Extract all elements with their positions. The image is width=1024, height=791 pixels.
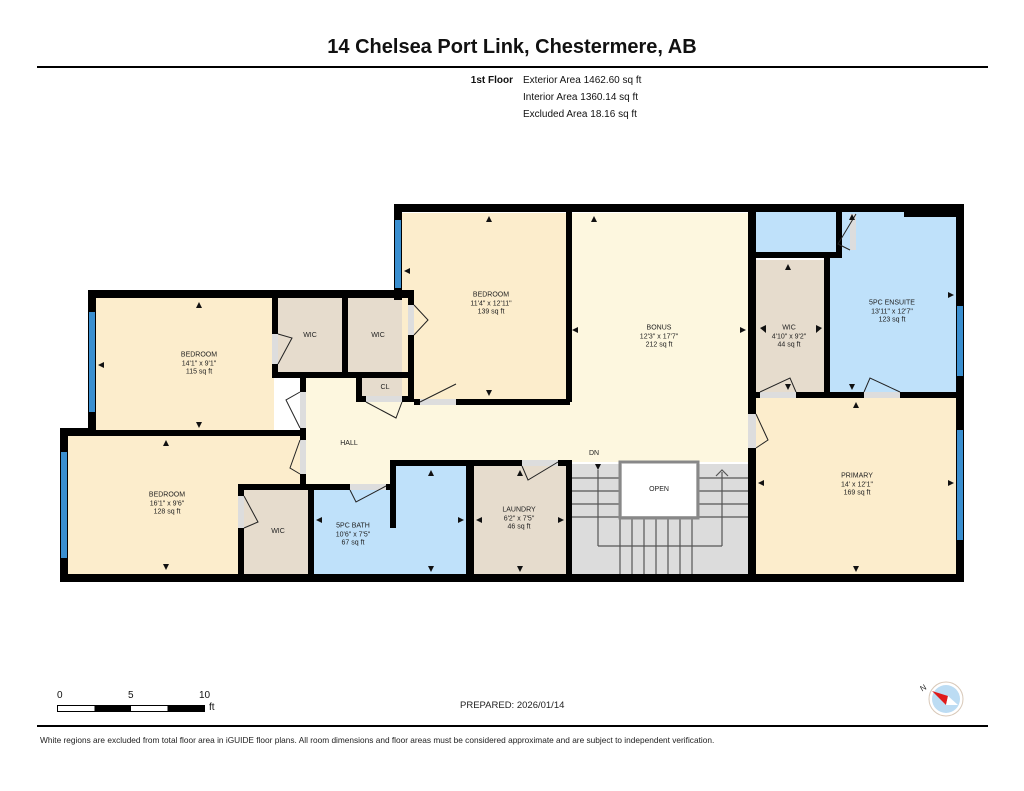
ensuite-fill (828, 211, 956, 392)
room-name: 5PC BATH (336, 522, 370, 530)
excluded-area: Excluded Area 18.16 sq ft (523, 109, 637, 120)
room-name: BEDROOM (472, 291, 510, 299)
room-label-primary: PRIMARY 14' x 12'1" 169 sq ft (841, 472, 873, 498)
room-label-laundry: LAUNDRY 6'2" x 7'5" 46 sq ft (502, 506, 535, 532)
floor-label: 1st Floor (470, 75, 513, 86)
room-dims: 14' x 12'1" (840, 480, 874, 488)
room-area: 123 sq ft (878, 316, 906, 324)
primary-fill (756, 398, 956, 574)
scale-bar-graphic (57, 705, 205, 712)
doors (238, 213, 901, 529)
interior-area: Interior Area 1360.14 sq ft (523, 92, 639, 103)
room-dims: 6'2" x 7'5" (503, 514, 535, 522)
room-label-bedroom-1: BEDROOM 14'1" x 9'1" 115 sq ft (181, 351, 217, 377)
room-label-wic-primary: WIC 4'10" x 9'2" 44 sq ft (772, 324, 807, 350)
wic-2-fill (348, 298, 410, 374)
room-dims: 12'3" x 17'7" (639, 332, 679, 340)
room-dims: 14'1" x 9'1" (181, 359, 217, 367)
label-wic-2: WIC (371, 331, 385, 339)
wic-1-fill (278, 298, 344, 374)
ensuite-strip-fill (754, 211, 836, 253)
footer-divider (37, 725, 988, 727)
room-name: BEDROOM (180, 351, 218, 359)
room-label-bonus: BONUS 12'3" x 17'7" 212 sq ft (640, 324, 678, 350)
room-dims: 13'11" x 12'7" (871, 307, 913, 315)
room-label-bedroom-3: BEDROOM 11'4" x 12'11" 139 sq ft (470, 291, 511, 317)
room-name: WIC (782, 324, 796, 332)
exterior-area: Exterior Area 1462.60 sq ft (523, 75, 642, 86)
wic-primary-fill (756, 260, 824, 394)
room-fills (66, 211, 956, 574)
prepared-date: PREPARED: 2026/01/14 (460, 700, 565, 711)
room-area: 44 sq ft (777, 341, 801, 349)
open-area-fill (622, 464, 696, 516)
room-name: LAUNDRY (502, 506, 536, 514)
label-hall: HALL (340, 439, 358, 447)
scale-unit: ft (209, 702, 215, 713)
room-dims: 16'1" x 9'6" (149, 499, 185, 507)
room-area: 139 sq ft (477, 308, 505, 316)
header-divider (37, 66, 988, 68)
room-dims: 4'10" x 9'2" (771, 332, 807, 340)
compass-icon: N (920, 681, 964, 717)
walls (60, 204, 964, 582)
dimension-arrows (98, 214, 954, 572)
stair-lines (572, 460, 748, 574)
windows (61, 220, 963, 558)
bedroom-3-fill (402, 213, 568, 399)
room-label-ensuite: 5PC ENSUITE 13'11" x 12'7" 123 sq ft (869, 299, 915, 325)
label-open: OPEN (649, 485, 669, 493)
room-name: BONUS (646, 324, 672, 332)
room-area: 46 sq ft (507, 523, 531, 531)
room-label-bath: 5PC BATH 10'6" x 7'5" 67 sq ft (336, 522, 371, 548)
bedroom-1-fill (96, 298, 274, 432)
label-down: DN (588, 449, 600, 457)
label-wic-3: WIC (271, 527, 285, 535)
label-closet: CL (380, 383, 390, 391)
room-dims: 11'4" x 12'11" (470, 299, 512, 307)
room-name: PRIMARY (841, 472, 873, 480)
disclaimer-text: White regions are excluded from total fl… (40, 735, 715, 745)
room-area: 169 sq ft (843, 489, 871, 497)
compass-north-label: N (920, 683, 928, 694)
room-label-bedroom-2: BEDROOM 16'1" x 9'6" 128 sq ft (149, 491, 185, 517)
scale-tick-5: 5 (128, 690, 134, 701)
room-area: 128 sq ft (153, 508, 181, 516)
closet-fill (362, 378, 410, 398)
scale-tick-10: 10 (199, 690, 211, 701)
room-dims: 10'6" x 7'5" (335, 530, 371, 538)
room-area: 212 sq ft (645, 341, 673, 349)
room-name: 5PC ENSUITE (869, 299, 915, 307)
wic-3-fill (244, 490, 310, 574)
room-name: BEDROOM (148, 491, 186, 499)
laundry-fill (474, 466, 566, 574)
room-area: 115 sq ft (185, 368, 213, 376)
label-wic-1: WIC (303, 331, 317, 339)
room-area: 67 sq ft (341, 539, 365, 547)
hall-bonus-fill (306, 213, 750, 486)
scale-tick-0: 0 (57, 690, 63, 701)
property-address-title: 14 Chelsea Port Link, Chestermere, AB (327, 36, 697, 58)
